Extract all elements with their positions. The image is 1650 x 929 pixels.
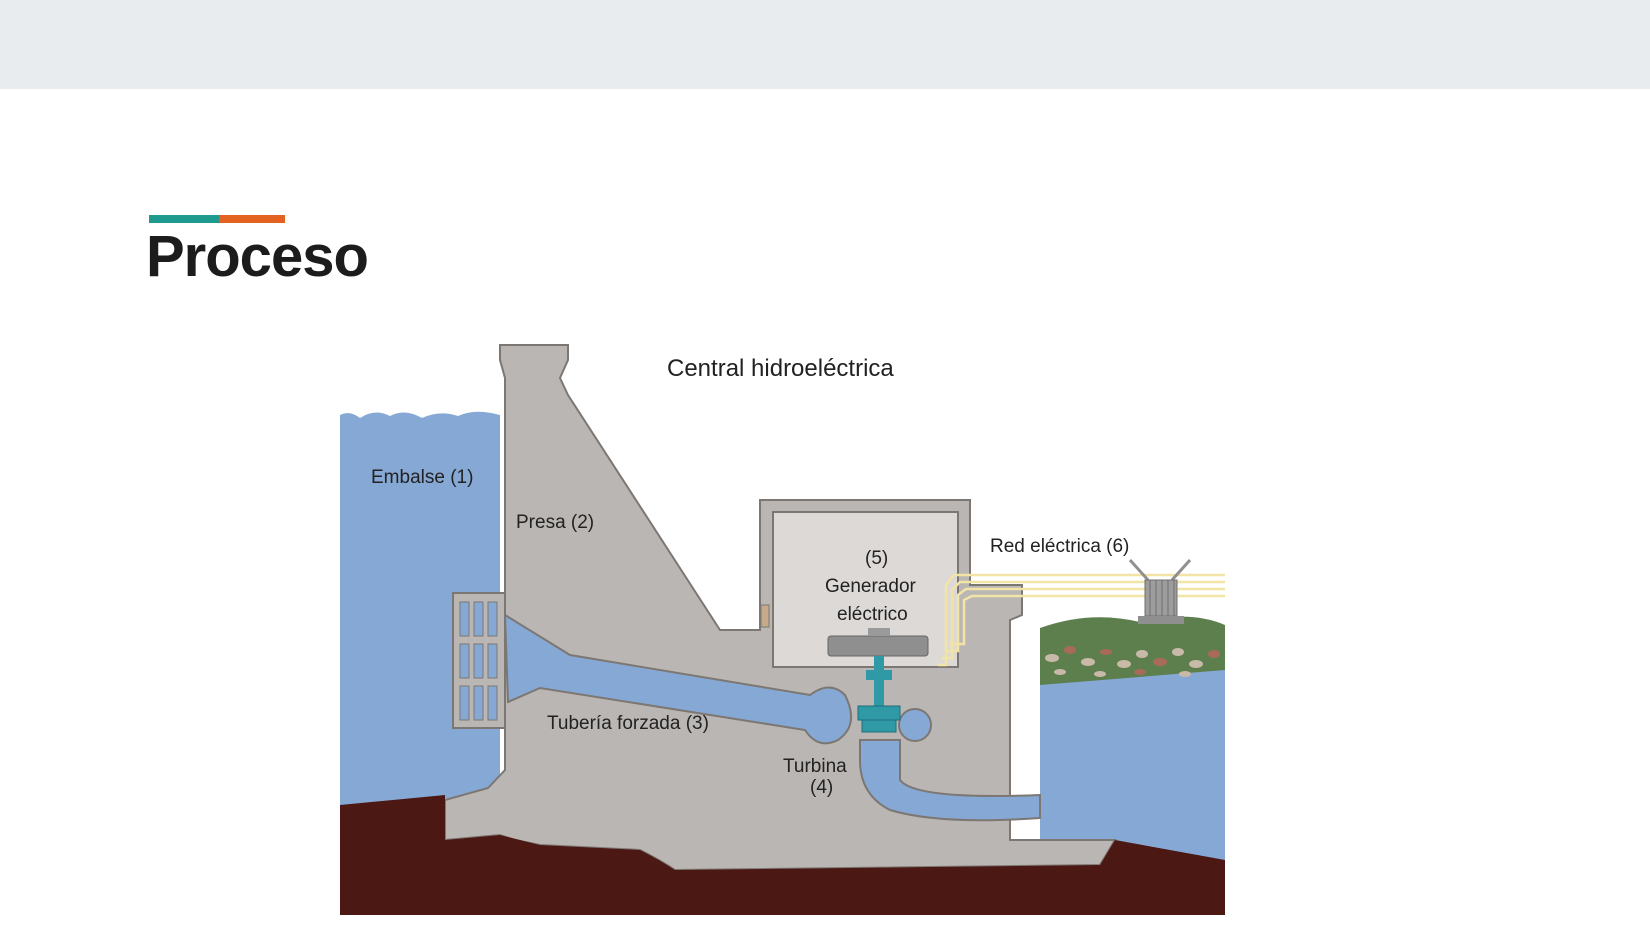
grass-bank: [1040, 616, 1225, 685]
reservoir-label: Embalse (1): [371, 467, 473, 488]
draft-tube: [859, 739, 1041, 822]
grid-label: Red eléctrica (6): [990, 536, 1129, 557]
generator-label-line2: Generador: [825, 576, 917, 597]
hydroelectric-diagram: Central hidroeléctrica Embalse (1) Presa…: [340, 340, 1225, 915]
turbine-housing: [898, 708, 932, 742]
turbine-label-line2: (4): [810, 777, 833, 798]
turbine: [857, 705, 901, 733]
transformer: [1128, 558, 1192, 624]
slide-title: Proceso: [146, 224, 369, 289]
ground: [340, 795, 1225, 915]
bank-stones: [1045, 646, 1220, 677]
generator: [827, 628, 929, 706]
title-accent-bar: [149, 215, 285, 223]
generator-label-line3: eléctrico: [837, 604, 908, 625]
dam-label: Presa (2): [516, 512, 594, 533]
diagram-title: Central hidroeléctrica: [667, 355, 894, 382]
accent-teal-segment: [149, 215, 219, 223]
accent-orange-segment: [219, 215, 285, 223]
reservoir-water: [340, 411, 500, 910]
intake-grate: [452, 592, 506, 729]
turbine-label-line1: Turbina: [783, 756, 847, 777]
header-band: [0, 0, 1650, 89]
powerhouse-door: [760, 604, 770, 628]
penstock-label: Tubería forzada (3): [547, 713, 709, 734]
penstock-pipe: [503, 613, 853, 745]
generator-label-line1: (5): [865, 548, 888, 569]
power-lines: [938, 573, 1225, 667]
